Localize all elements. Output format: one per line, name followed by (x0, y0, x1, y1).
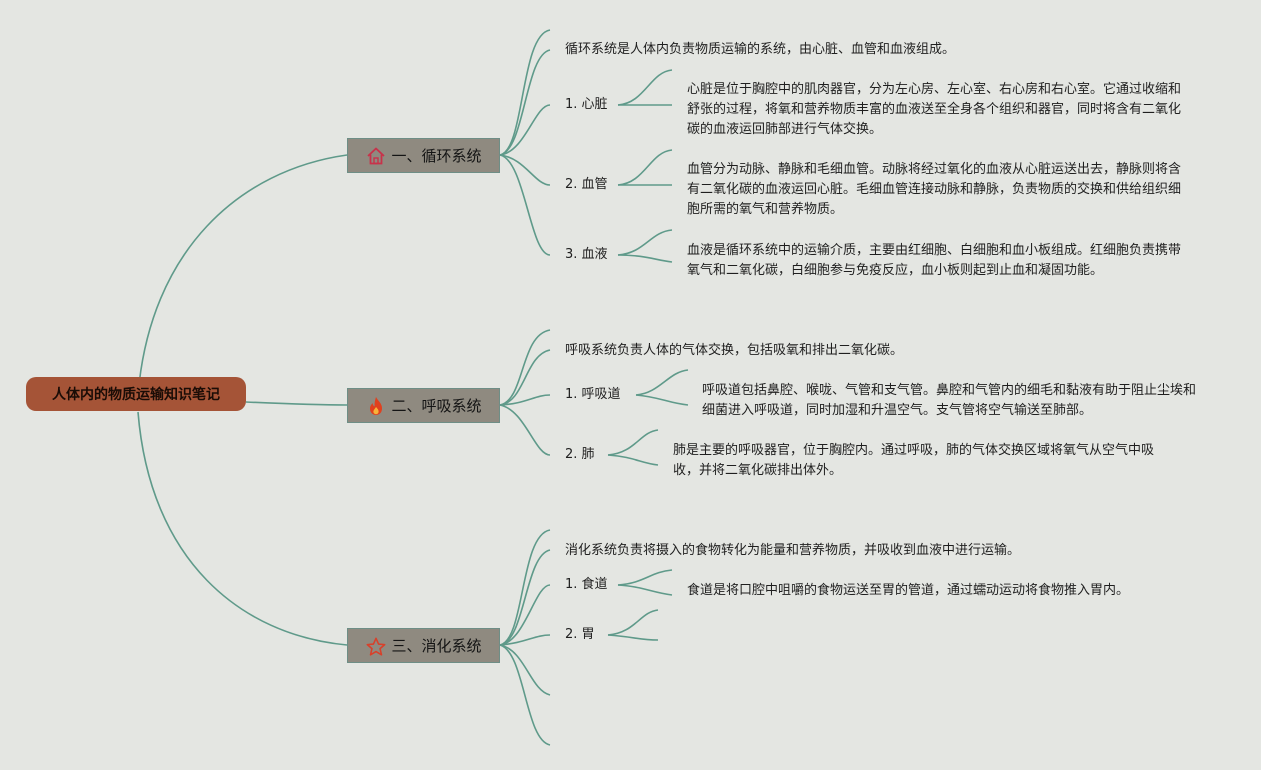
branch-node-digestive[interactable]: 三、消化系统 (347, 628, 500, 663)
home-icon (365, 145, 387, 167)
branch-title: 一、循环系统 (391, 147, 482, 165)
branch-title: 三、消化系统 (391, 637, 482, 655)
link-root-branch-1 (137, 154, 348, 396)
topic-desc-blood: 血液是循环系统中的运输介质，主要由红细胞、白细胞和血小板组成。红细胞负责携带氧气… (687, 243, 1182, 278)
topic-label-heart[interactable]: 1. 心脏 (565, 97, 608, 112)
topic-desc-heart: 心脏是位于胸腔中的肌肉器官，分为左心房、左心室、右心房和右心室。它通过收缩和舒张… (687, 82, 1182, 137)
topic-label-esophagus[interactable]: 1. 食道 (565, 577, 608, 592)
topic-desc-esophagus: 食道是将口腔中咀嚼的食物运送至胃的管道，通过蠕动运动将食物推入胃内。 (687, 583, 1130, 598)
topic-label-stomach[interactable]: 2. 胃 (565, 627, 595, 642)
branch-node-respiratory[interactable]: 二、呼吸系统 (347, 388, 500, 423)
branch-title: 二、呼吸系统 (391, 397, 482, 415)
topic-label-blood[interactable]: 3. 血液 (565, 247, 608, 262)
branch-intro: 呼吸系统负责人体的气体交换，包括吸氧和排出二氧化碳。 (565, 343, 904, 358)
topic-label-vessels[interactable]: 2. 血管 (565, 177, 608, 192)
link-root-branch-3 (137, 411, 348, 646)
fire-icon (365, 395, 387, 417)
root-title: 人体内的物质运输知识笔记 (52, 387, 220, 403)
root-node[interactable]: 人体内的物质运输知识笔记 (26, 377, 246, 411)
link-root-branch-2 (245, 401, 348, 406)
topic-desc-airway: 呼吸道包括鼻腔、喉咙、气管和支气管。鼻腔和气管内的细毛和黏液有助于阻止尘埃和细菌… (702, 383, 1197, 418)
star-icon (365, 635, 387, 657)
branch-intro: 循环系统是人体内负责物质运输的系统，由心脏、血管和血液组成。 (565, 42, 956, 57)
branch-node-circulatory[interactable]: 一、循环系统 (347, 138, 500, 173)
branch-intro: 消化系统负责将摄入的食物转化为能量和营养物质，并吸收到血液中进行运输。 (565, 543, 1021, 558)
topic-label-lungs[interactable]: 2. 肺 (565, 447, 595, 462)
topic-label-airway[interactable]: 1. 呼吸道 (565, 387, 621, 402)
topic-desc-lungs: 肺是主要的呼吸器官，位于胸腔内。通过呼吸，肺的气体交换区域将氧气从空气中吸收，并… (673, 443, 1155, 478)
topic-desc-vessels: 血管分为动脉、静脉和毛细血管。动脉将经过氧化的血液从心脏运送出去，静脉则将含有二… (687, 162, 1182, 217)
